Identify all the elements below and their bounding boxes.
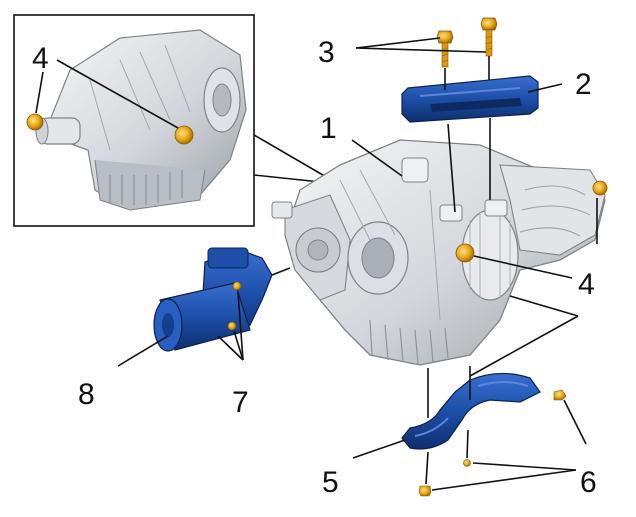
bushing-right-arm bbox=[592, 180, 608, 196]
detail-inset: 4 bbox=[13, 14, 255, 227]
upper-mount-bracket bbox=[401, 75, 539, 123]
bushing-center bbox=[455, 243, 475, 263]
inset-bushing-left bbox=[26, 113, 44, 131]
callout-6: 6 bbox=[580, 466, 597, 499]
screw-middle bbox=[463, 459, 471, 467]
inset-connector-lines bbox=[253, 134, 331, 184]
callout-labels: 1 2 3 4 5 6 7 8 bbox=[78, 36, 597, 499]
callout-1: 1 bbox=[320, 112, 337, 145]
callout-2: 2 bbox=[575, 68, 592, 101]
leader-lines bbox=[117, 37, 598, 491]
inset-leaders bbox=[35, 59, 179, 129]
callout-4-main: 4 bbox=[578, 268, 595, 301]
inset-housing bbox=[35, 29, 247, 211]
bolt-right bbox=[480, 17, 498, 57]
actuator-motor bbox=[153, 247, 291, 352]
screw-bottom bbox=[418, 485, 432, 497]
motor-screw-upper bbox=[232, 281, 242, 291]
bolt-left bbox=[436, 30, 454, 68]
lower-mount-bracket bbox=[401, 372, 541, 450]
rear-differential-housing bbox=[271, 139, 608, 366]
lower-screws bbox=[418, 389, 567, 497]
callout-5: 5 bbox=[322, 466, 339, 499]
motor-screw-lower bbox=[227, 321, 237, 331]
screw-right bbox=[553, 389, 567, 401]
upper-bolts bbox=[436, 17, 498, 68]
callout-4-inset: 4 bbox=[32, 42, 49, 75]
callout-3: 3 bbox=[318, 36, 335, 69]
callout-8: 8 bbox=[78, 378, 95, 411]
inset-bushing-center bbox=[174, 125, 194, 145]
callout-7: 7 bbox=[232, 386, 249, 419]
